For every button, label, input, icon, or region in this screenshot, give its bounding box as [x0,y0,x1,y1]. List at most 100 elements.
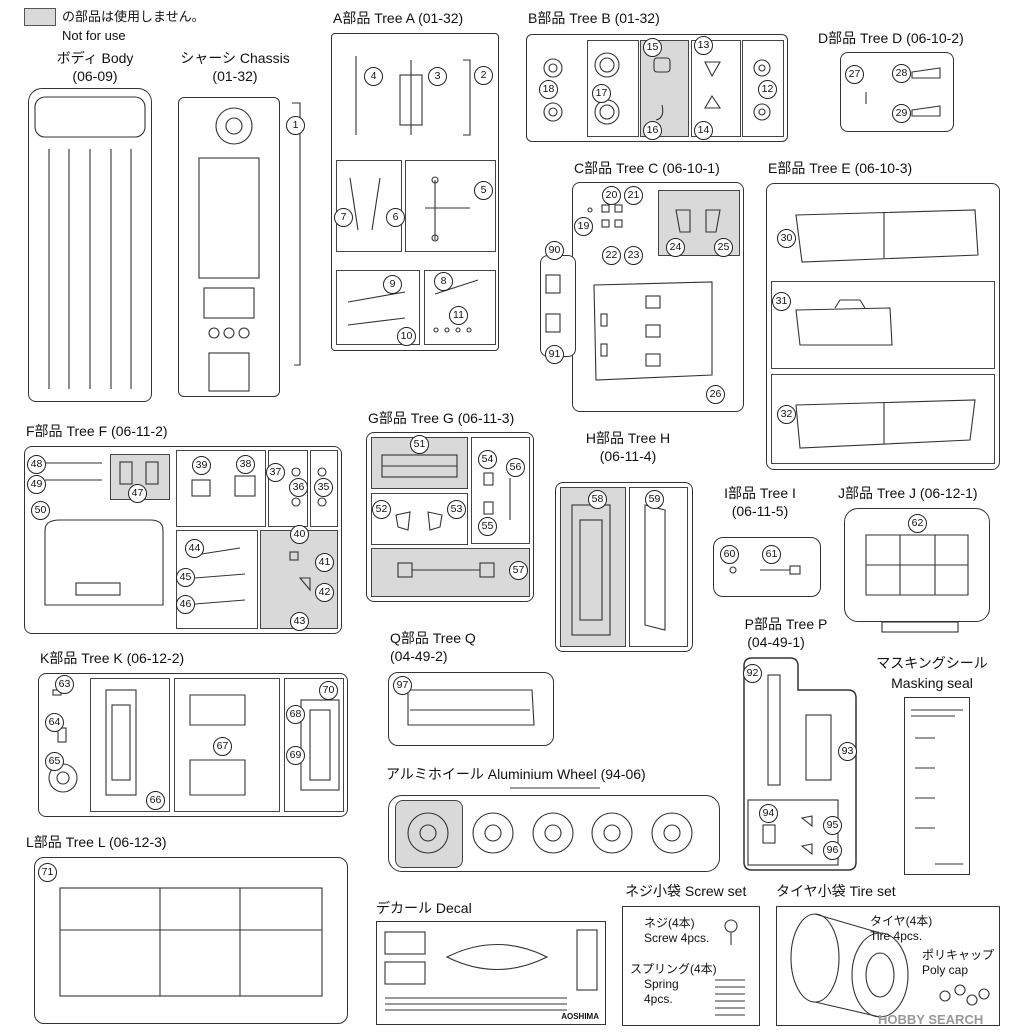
chassis-code: (01-32) [212,68,258,84]
part-44-label: 44 [185,539,204,558]
part-31-label: 31 [772,292,791,311]
chassis-title: シャーシ Chassis [180,50,290,66]
part-65-label: 65 [45,752,64,771]
part-40-label: 40 [290,525,309,544]
tree-g-title: G部品 Tree G (06-11-3) [368,410,515,426]
part-91-label: 91 [545,345,564,364]
part-62-label: 62 [908,514,927,533]
legend-swatch [24,8,56,26]
tree-k-cell-1 [42,678,84,810]
part-52-label: 52 [372,500,391,519]
poly-cap-label-jp: ポリキャップ [922,948,995,962]
part-29-label: 29 [892,104,911,123]
part-3-label: 3 [428,67,447,86]
part-92-label: 92 [743,664,762,683]
masking-title-en: Masking seal [891,675,973,691]
part-57-label: 57 [509,561,528,580]
spring-label-pcs: 4pcs. [644,992,673,1006]
part-58-label: 58 [588,490,607,509]
tree-h-cell-58-unused [560,487,626,647]
part-90-label: 90 [545,241,564,260]
part-8-label: 8 [434,272,453,291]
part-10-label: 10 [397,327,416,346]
legend-text-jp: の部品は使用しません。 [62,9,205,24]
tree-q-title: Q部品 Tree Q [390,630,476,646]
part-69-label: 69 [286,746,305,765]
watermark: HOBBY SEARCH [878,1012,984,1027]
part-68-label: 68 [286,705,305,724]
spring-label-jp: スプリング(4本) [630,962,717,976]
tire-label-en: Tire 4pcs. [870,929,923,943]
tire-set-title: タイヤ小袋 Tire set [776,883,896,899]
tree-a-cell-3 [405,160,496,252]
part-11-label: 11 [449,306,468,325]
part-60-label: 60 [720,545,739,564]
part-16-label: 16 [643,121,662,140]
part-43-label: 43 [290,612,309,631]
masking-seal-sheet [904,697,970,875]
part-51-label: 51 [410,435,429,454]
part-35-label: 35 [314,478,333,497]
tree-b-cell-3-unused [640,40,689,137]
part-37-label: 37 [266,463,285,482]
tree-k-cell-4 [284,678,344,812]
part-6-label: 6 [386,208,405,227]
part-71-label: 71 [38,863,57,882]
tree-p-title: P部品 Tree P [744,616,828,632]
masking-title-jp: マスキングシール [876,655,988,671]
tree-e-cell-1 [771,190,993,274]
tree-e-title: E部品 Tree E (06-10-3) [768,160,913,176]
decal-title: デカール Decal [376,900,472,916]
wheel-title: アルミホイール Aluminium Wheel (94-06) [386,766,646,782]
part-41-label: 41 [315,553,334,572]
part-70-label: 70 [319,681,338,700]
part-49-label: 49 [27,475,46,494]
body-title: ボディ Body [56,50,134,66]
part-14-label: 14 [694,121,713,140]
wheel-cell-unused [395,800,463,868]
legend-text-en: Not for use [62,28,126,43]
part-50-label: 50 [31,501,50,520]
part-9-label: 9 [383,275,402,294]
tree-e-cell-2 [771,281,995,369]
part-39-label: 39 [192,456,211,475]
part-66-label: 66 [146,791,165,810]
part-47-label: 47 [128,484,147,503]
tree-f-title: F部品 Tree F (06-11-2) [26,423,168,439]
part-12-label: 12 [758,80,777,99]
poly-cap-label-en: Poly cap [922,963,969,977]
part-61-label: 61 [762,545,781,564]
part-59-label: 59 [645,490,664,509]
part-67-label: 67 [213,737,232,756]
tree-h-code: (06-11-4) [599,448,657,464]
tree-b-cell-4 [691,40,741,137]
part-1-label: 1 [286,116,305,135]
tree-a-cell-1 [336,40,496,150]
part-63-label: 63 [55,675,74,694]
part-18-label: 18 [539,80,558,99]
part-46-label: 46 [176,595,195,614]
tree-j-title: J部品 Tree J (06-12-1) [838,485,978,501]
part-97-label: 97 [393,676,412,695]
tree-a-cell-2 [336,160,402,252]
tree-q-frame [388,672,554,746]
part-32-label: 32 [777,405,796,424]
part-13-label: 13 [694,36,713,55]
tree-b-title: B部品 Tree B (01-32) [528,10,660,26]
tree-k-title: K部品 Tree K (06-12-2) [40,650,185,666]
part-53-label: 53 [447,500,466,519]
part-48-label: 48 [27,455,46,474]
decal-brand: AOSHIMA [561,1012,599,1021]
tree-q-code: (04-49-2) [390,648,448,664]
tree-l-title: L部品 Tree L (06-12-3) [26,834,167,850]
tree-c-title: C部品 Tree C (06-10-1) [574,160,720,176]
decal-sheet: AOSHIMA [376,921,606,1025]
spring-label-en: Spring [644,977,679,991]
part-22-label: 22 [602,246,621,265]
part-56-label: 56 [506,458,525,477]
part-2-label: 2 [474,66,493,85]
part-42-label: 42 [315,583,334,602]
part-4-label: 4 [364,67,383,86]
part-38-label: 38 [236,455,255,474]
part-93-label: 93 [838,742,857,761]
